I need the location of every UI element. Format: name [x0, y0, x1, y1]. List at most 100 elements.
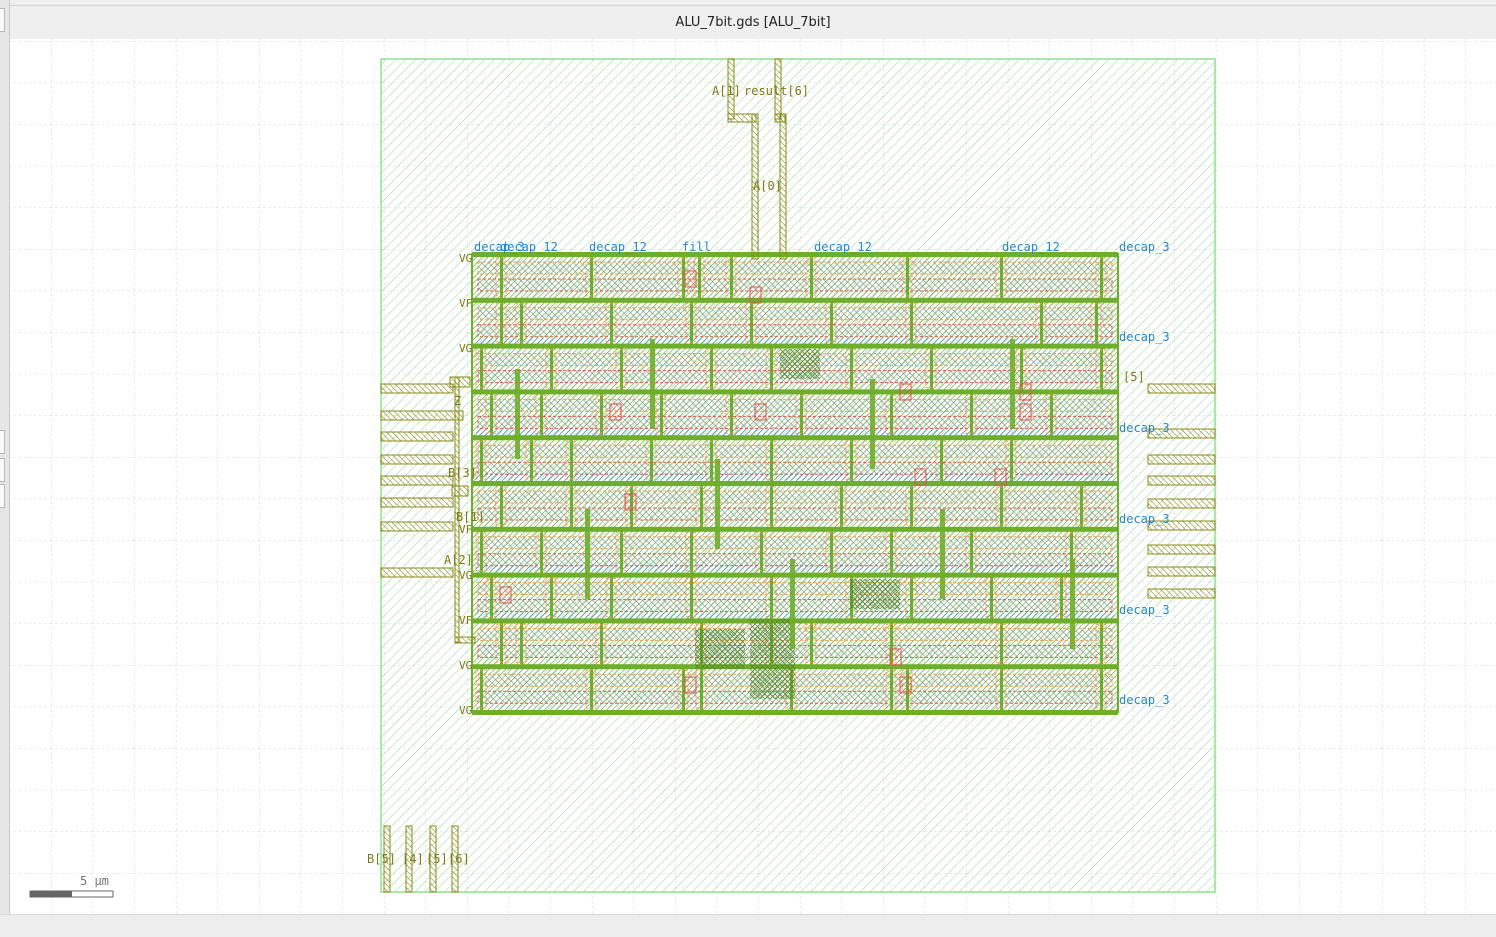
pin-label: [6]	[448, 852, 470, 866]
pin-stub	[1147, 520, 1216, 531]
poly-contact	[914, 468, 927, 486]
cell-boundary	[690, 301, 693, 344]
cell-boundary	[840, 485, 843, 527]
cell-boundary	[910, 485, 913, 527]
dock-handle[interactable]	[0, 458, 5, 482]
poly-contact	[1019, 403, 1032, 421]
routing-wire	[940, 509, 945, 599]
cell-boundary	[890, 668, 893, 710]
pin-stub	[779, 113, 787, 260]
cell-boundary	[1100, 622, 1103, 665]
cell-outline	[1095, 349, 1107, 388]
routing-wire	[715, 459, 720, 549]
cell-boundary	[810, 256, 813, 298]
cell-boundary	[810, 622, 813, 665]
cell-outline	[765, 440, 777, 480]
pin-stub	[1147, 475, 1216, 486]
nwell-band	[476, 337, 1114, 345]
cell-boundary	[700, 668, 703, 710]
routing-wire	[790, 559, 795, 649]
dock-handle[interactable]	[0, 8, 5, 32]
rail-label: VG	[459, 704, 472, 717]
pin-stub	[380, 567, 454, 578]
cell-boundary	[500, 622, 503, 665]
cell-outline	[885, 532, 897, 572]
power-rail	[472, 481, 1118, 486]
cell-boundary	[480, 530, 483, 573]
cell-boundary	[1060, 576, 1063, 619]
cell-boundary	[1100, 668, 1103, 710]
cell-outline	[885, 669, 897, 709]
power-rail	[472, 710, 1118, 715]
rail-label: VG	[459, 569, 472, 582]
diffusion-band	[477, 398, 1113, 412]
poly-contact	[684, 270, 697, 288]
cell-boundary	[500, 256, 503, 298]
routing-wire	[1070, 559, 1075, 649]
cell-boundary	[710, 439, 713, 481]
cell-outline	[835, 486, 847, 526]
cell-outline	[1075, 486, 1087, 526]
pin-stub	[454, 636, 476, 644]
cell-boundary	[770, 347, 773, 390]
cell-outline	[725, 257, 737, 297]
pin-label: [5]	[1123, 370, 1145, 384]
cell-boundary	[910, 301, 913, 344]
cell-outline	[495, 623, 507, 663]
cell-boundary	[590, 668, 593, 710]
cell-outline	[615, 349, 627, 388]
poly-contact	[624, 493, 637, 511]
cell-outline	[535, 532, 547, 572]
cell-boundary	[590, 256, 593, 298]
pin-stub	[380, 521, 454, 532]
cell-boundary	[600, 393, 603, 436]
cell-boundary	[730, 256, 733, 298]
cell-outline	[985, 578, 997, 617]
cell-outline	[595, 394, 607, 434]
cell-outline	[795, 394, 807, 434]
cell-boundary	[970, 530, 973, 573]
layout-canvas[interactable]: decap_3 decap_12 decap_12 fill decap_12 …	[10, 39, 1496, 914]
pin-stub	[380, 383, 454, 394]
pin-stub	[383, 825, 391, 893]
rail-label: VF	[459, 523, 472, 536]
cell-boundary	[1000, 256, 1003, 298]
dock-handle[interactable]	[0, 484, 5, 508]
cell-outline	[545, 578, 557, 617]
cell-boundary	[710, 347, 713, 390]
cell-boundary	[650, 439, 653, 481]
cell-boundary	[730, 393, 733, 436]
cell-boundary	[690, 530, 693, 573]
cell-outline	[495, 257, 507, 297]
cell-outline	[595, 623, 607, 663]
diffusion-band	[477, 490, 1113, 504]
pin-label: A[2]	[444, 553, 473, 567]
cell-outline	[515, 623, 527, 663]
cell-boundary	[850, 439, 853, 481]
poly-contact	[899, 676, 912, 694]
nwell-band	[476, 429, 1114, 437]
cell-outline	[995, 623, 1007, 663]
cell-boundary	[1000, 668, 1003, 710]
cell-boundary	[540, 530, 543, 573]
power-rail	[472, 526, 1118, 532]
poly-contact	[684, 676, 697, 694]
cell-boundary	[1000, 485, 1003, 527]
cell-outline	[845, 440, 857, 480]
cell-boundary	[800, 393, 803, 436]
pin-label: [5]	[426, 852, 448, 866]
diffusion-band	[477, 324, 1113, 338]
left-dock-edge	[0, 0, 10, 936]
cell-outline	[695, 486, 707, 526]
pin-stub	[1147, 588, 1216, 599]
pin-label: B[3]	[448, 466, 477, 480]
cell-outline	[925, 349, 937, 388]
layout-view[interactable]: decap_3 decap_12 decap_12 fill decap_12 …	[10, 39, 1496, 914]
dock-handle[interactable]	[0, 430, 5, 454]
pin-stub	[405, 825, 413, 893]
scale-bar-label: 5 μm	[80, 874, 109, 888]
cell-boundary	[830, 530, 833, 573]
cell-outline	[805, 257, 817, 297]
diffusion-band	[477, 307, 1113, 321]
pin-stub	[380, 410, 464, 421]
